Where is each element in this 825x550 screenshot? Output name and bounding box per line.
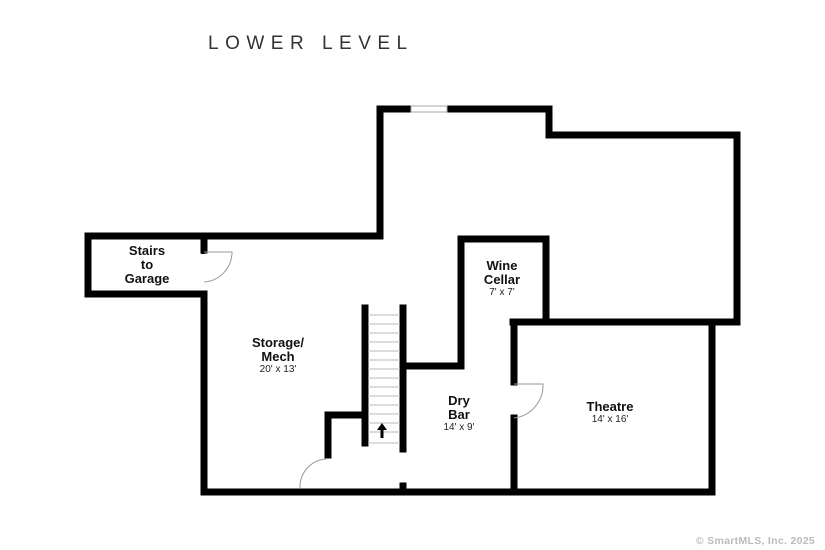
room-name-line: Bar	[448, 407, 470, 422]
door-closet	[299, 458, 327, 489]
floor-title: LOWER LEVEL	[208, 33, 414, 54]
dry-bar-wall	[399, 314, 465, 370]
room-name-line: Wine	[486, 258, 518, 273]
stair-arrow-icon	[377, 423, 387, 438]
room-dry-bar: Dry Bar 14' x 9'	[443, 393, 475, 434]
room-dimensions: 20' x 13'	[259, 364, 297, 375]
room-name-line: Storage/	[251, 335, 305, 350]
door-theatre	[513, 383, 544, 419]
room-storage-mech: Storage/ Mech 20' x 13'	[251, 335, 305, 376]
room-name-line: Theatre	[586, 399, 634, 414]
room-wine-cellar: Wine Cellar 7' x 7'	[483, 258, 521, 299]
copyright-notice: © SmartMLS, Inc. 2025	[695, 535, 815, 547]
exterior-wall-top-left	[200, 105, 415, 240]
exterior-wall	[84, 105, 741, 496]
room-theatre: Theatre 14' x 16'	[586, 399, 634, 426]
room-name-line: Mech	[261, 349, 295, 364]
room-dimensions: 7' x 7'	[489, 287, 515, 298]
room-name-line: Cellar	[483, 272, 521, 287]
room-name-line: Stairs	[128, 243, 166, 258]
room-dimensions: 14' x 9'	[443, 422, 475, 433]
window	[410, 105, 448, 113]
door-garage	[203, 251, 233, 283]
room-name-line: Dry	[448, 393, 470, 408]
room-name-line: Garage	[124, 271, 170, 286]
wine-cellar-wall	[457, 235, 550, 324]
door-swings	[203, 251, 544, 489]
staircase	[368, 314, 400, 444]
room-stairs-to-garage: Stairs to Garage	[125, 244, 170, 286]
room-dimensions: 14' x 16'	[591, 414, 629, 425]
closet-wall	[324, 411, 366, 459]
room-name-line: to	[140, 257, 154, 272]
